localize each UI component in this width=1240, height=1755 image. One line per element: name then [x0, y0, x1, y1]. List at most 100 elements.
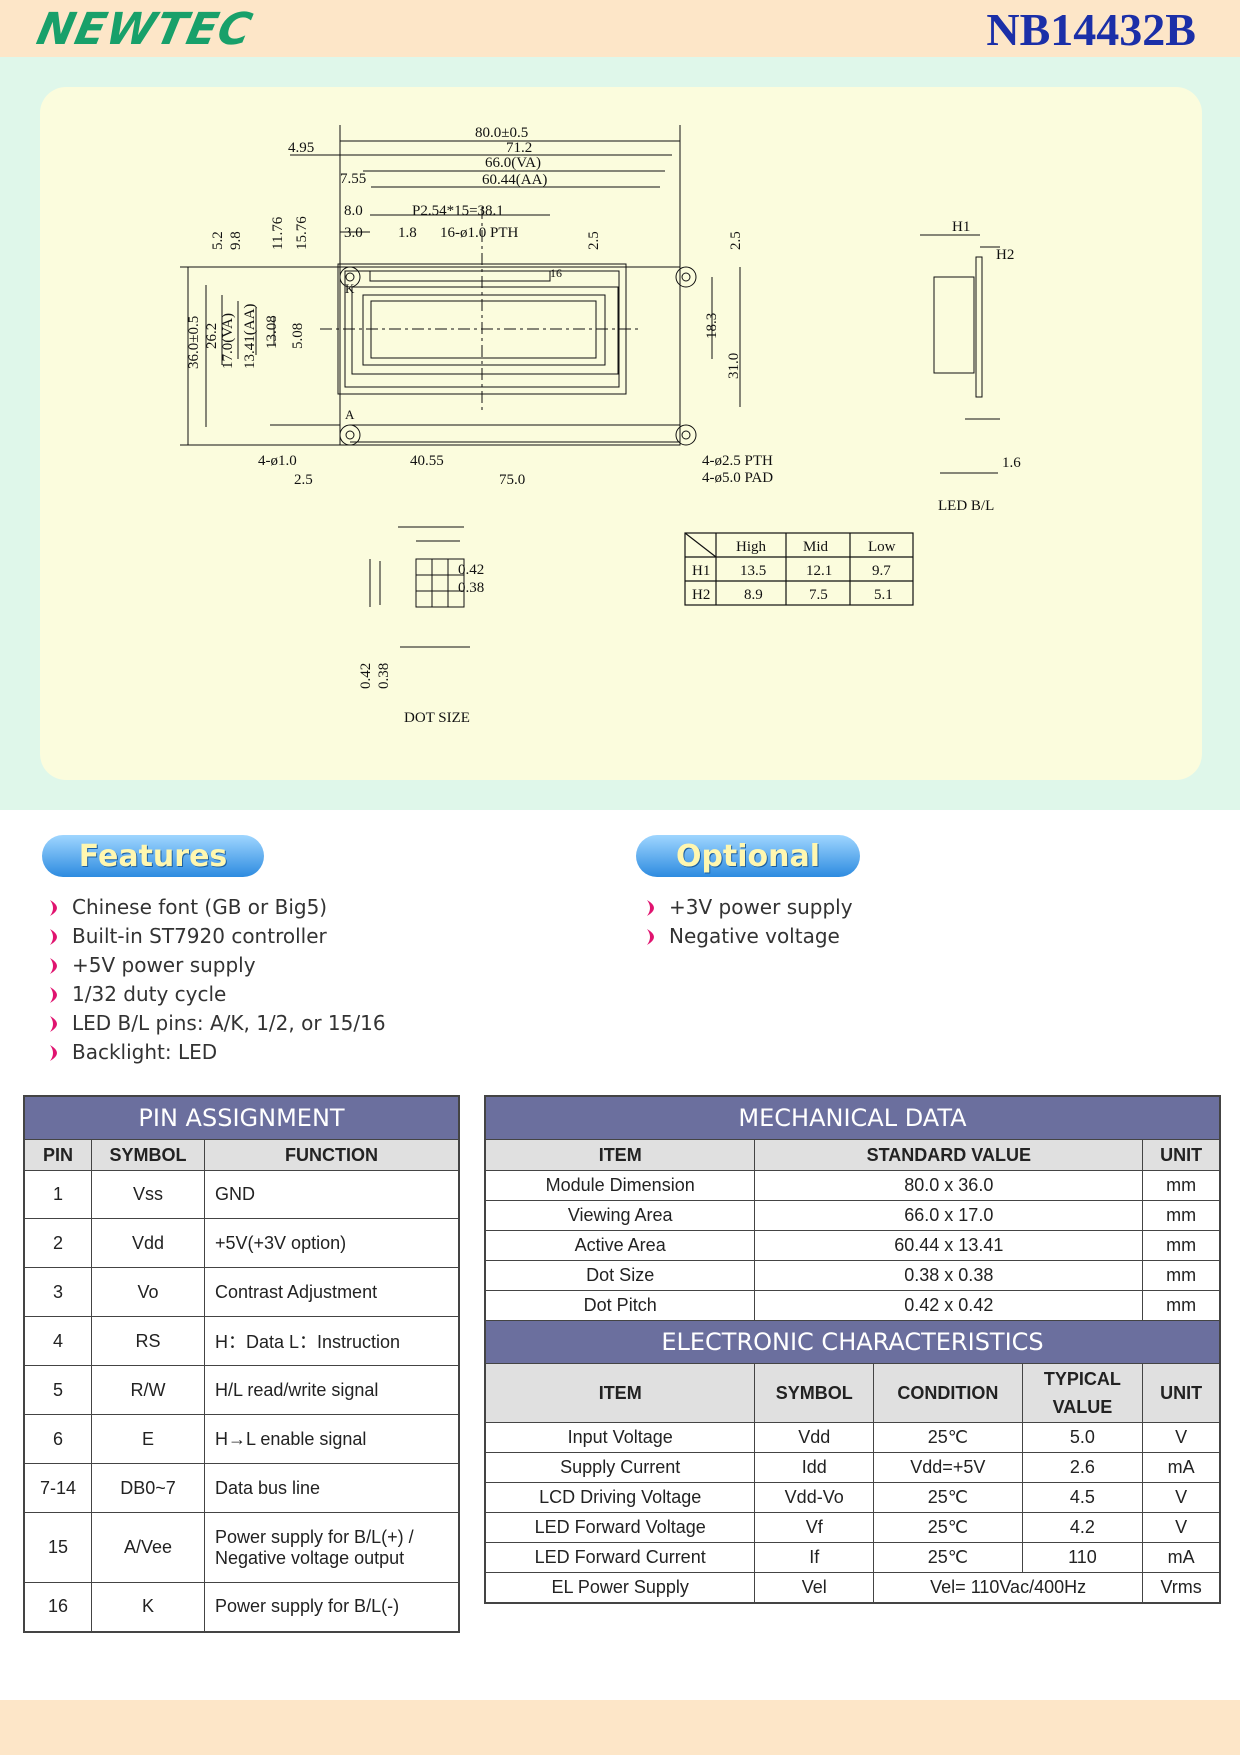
brand-logo: NEWTEC: [32, 4, 258, 55]
optional-item: +3V power supply: [645, 893, 853, 922]
dim-overall-height: 36.0±0.5: [186, 316, 202, 369]
h-row-label: H2: [692, 587, 710, 603]
dim-aa-height: 13.41(AA): [242, 304, 258, 369]
dim-508: 5.08: [290, 323, 306, 349]
bottom-banner: [0, 1700, 1240, 1755]
h-cell: 5.1: [874, 587, 893, 603]
dim-262: 26.2: [204, 323, 220, 349]
feature-item: Backlight: LED: [48, 1038, 386, 1067]
dim-pth16: 16-ø1.0 PTH: [440, 225, 519, 241]
bullet-icon: [647, 929, 654, 945]
board-outline: [339, 266, 681, 446]
side-view-body: [933, 276, 975, 374]
features-title: Features: [42, 835, 264, 877]
h-col-mid: Mid: [803, 539, 829, 555]
bullet-icon: [50, 1016, 57, 1032]
mechanical-electronic-table: MECHANICAL DATA ITEM STANDARD VALUE UNIT…: [484, 1095, 1221, 1604]
label-pin-k: K: [345, 281, 355, 296]
col-item: ITEM: [484, 1363, 756, 1423]
label-pin16: 16: [550, 266, 562, 280]
dim-183: 18.3: [704, 313, 720, 339]
feature-item: LED B/L pins: A/K, 1/2, or 15/16: [48, 1009, 386, 1038]
feature-item: Chinese font (GB or Big5): [48, 893, 386, 922]
col-unit: UNIT: [1142, 1363, 1221, 1423]
dim-1576: 15.76: [294, 216, 310, 250]
bullet-icon: [50, 900, 57, 916]
dim-98: 9.8: [228, 231, 244, 250]
dim-25b: 2.5: [728, 231, 744, 250]
dim-25c: 2.5: [294, 472, 313, 488]
h-row-label: H1: [692, 563, 710, 579]
col-symbol: SYMBOL: [754, 1363, 875, 1423]
feature-item: 1/32 duty cycle: [48, 980, 386, 1009]
col-condition: CONDITION: [873, 1363, 1023, 1423]
dim-18: 1.8: [398, 225, 417, 241]
h-cell: 7.5: [809, 587, 828, 603]
bullet-icon: [50, 1045, 57, 1061]
feature-item: +5V power supply: [48, 951, 386, 980]
label-pin-a: A: [345, 407, 355, 422]
mech-table-title: MECHANICAL DATA: [484, 1095, 1221, 1140]
dim-16: 1.6: [1002, 455, 1021, 471]
dim-80: 8.0: [344, 203, 363, 219]
h-cell: 9.7: [872, 563, 891, 579]
label-led-bl: LED B/L: [938, 498, 994, 514]
h-dimension-table: [684, 532, 914, 606]
col-function: FUNCTION: [204, 1139, 460, 1171]
h-cell: 13.5: [740, 563, 766, 579]
bullet-icon: [50, 987, 57, 1003]
dim-overall-width: 80.0±0.5: [475, 125, 528, 141]
col-standard-value: STANDARD VALUE: [754, 1139, 1144, 1171]
col-unit: UNIT: [1142, 1139, 1221, 1171]
h-col-high: High: [736, 539, 767, 555]
dim-pth4: 4-ø2.5 PTH: [702, 453, 773, 469]
bullet-icon: [50, 929, 57, 945]
dim-dot-042a: 0.42: [458, 562, 484, 578]
dim-750: 75.0: [499, 472, 525, 488]
pin-row: [369, 270, 551, 282]
dim-dot-038a: 0.38: [458, 580, 484, 596]
dim-52: 5.2: [210, 231, 226, 250]
dim-495: 4.95: [288, 140, 314, 156]
dim-1308: 13.08: [264, 315, 280, 349]
dim-va-width: 66.0(VA): [485, 155, 541, 171]
dim-310: 31.0: [726, 353, 742, 379]
dimension-drawing: High Mid Low H1 13.5 12.1 9.7 H2 8.9 7.5…: [180, 125, 1021, 726]
col-symbol: SYMBOL: [91, 1139, 205, 1171]
dot-grid: [415, 558, 465, 608]
h-col-low: Low: [868, 539, 896, 555]
dim-va-height: 17.0(VA): [220, 313, 236, 369]
label-h1: H1: [952, 219, 970, 235]
viewing-area: [362, 294, 606, 366]
col-pin: PIN: [23, 1139, 92, 1171]
bezel-outline: [351, 286, 619, 375]
label-h2: H2: [996, 247, 1014, 263]
dim-30: 3.0: [344, 225, 363, 241]
h-cell: 12.1: [806, 563, 832, 579]
bullet-icon: [50, 958, 57, 974]
dim-712: 71.2: [506, 140, 532, 156]
model-number: NB14432B: [986, 4, 1196, 55]
pin-table-title: PIN ASSIGNMENT: [23, 1095, 460, 1140]
dim-aa-width: 60.44(AA): [482, 172, 547, 188]
dim-755: 7.55: [340, 171, 366, 187]
optional-title: Optional: [636, 835, 860, 877]
optional-list: +3V power supply Negative voltage: [645, 893, 853, 951]
bullet-icon: [647, 900, 654, 916]
